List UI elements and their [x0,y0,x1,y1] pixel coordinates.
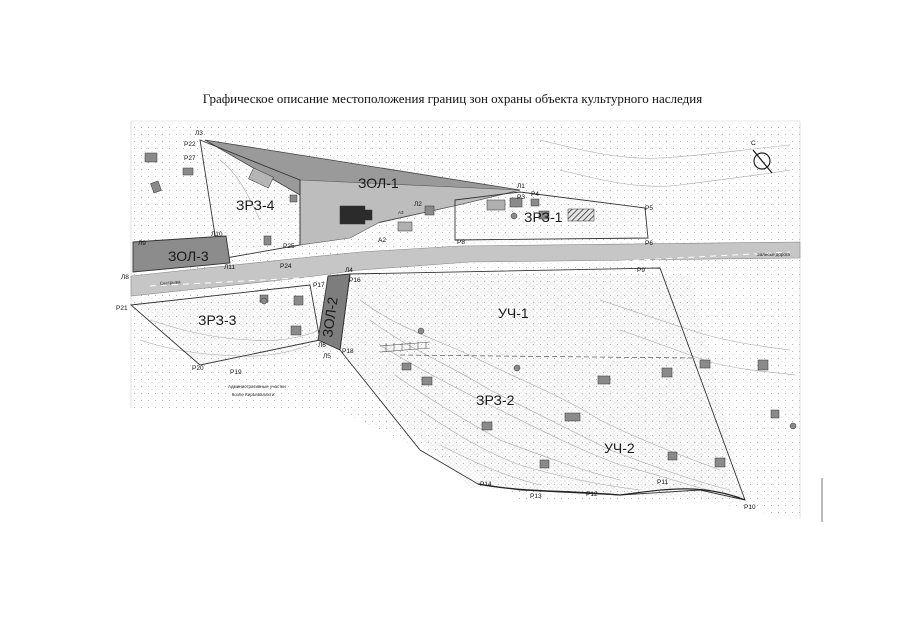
point-l5: Л5 [323,353,331,360]
caption-line-1: Административные участки [228,384,286,389]
buildings [144,152,797,469]
point-p18: Р18 [342,348,354,355]
point-p13: Р13 [530,493,542,500]
point-l4: Л4 [345,267,353,274]
road-name-right: Залесье дорога [757,252,790,257]
point-p4: Р4 [531,191,539,198]
zone-label-uch1: УЧ-1 [498,305,529,321]
map-title: Графическое описание местоположения гран… [202,91,703,106]
point-p24: Р24 [280,263,292,270]
compass-icon: С [751,140,773,174]
zone-label-zol3: ЗОЛ-3 [168,248,209,264]
point-p12: Р12 [586,491,598,498]
point-p21: Р21 [116,305,128,312]
zone-label-zrz1: ЗРЗ-1 [524,209,563,225]
point-l10: Л10 [211,231,223,238]
point-p17: Р17 [313,282,325,289]
point-p19: Р19 [230,369,242,376]
point-l2: Л2 [414,201,422,208]
point-p9: Р9 [637,267,645,274]
stair-feature [379,341,431,353]
point-a2: А2 [378,237,386,244]
zone-label-zrz4: ЗРЗ-4 [236,197,275,213]
zone-label-zrz2: ЗРЗ-2 [476,392,515,408]
point-p5: Р5 [645,205,653,212]
zone-label-zrz3: ЗРЗ-3 [198,312,237,328]
zone-label-uch2: УЧ-2 [604,440,635,456]
point-l11: Л11 [224,264,235,271]
point-p14: Р14 [480,481,492,488]
point-p16: Р16 [349,277,361,284]
zone-zol3 [132,235,231,273]
point-p6: Р6 [645,240,653,247]
point-p11: Р11 [657,479,668,486]
zone-zrz1 [454,191,649,241]
point-p3: Р3 [517,194,525,201]
zone-label-zol1: ЗОЛ-1 [358,175,399,191]
point-p8: Р8 [457,239,465,246]
point-l9: Л9 [138,240,146,247]
point-p25: Р25 [283,243,295,250]
point-p27: Р27 [184,155,196,162]
road-name-left: Сестрыва [160,279,181,286]
point-p10: Р10 [744,504,756,511]
compass-letter: С [751,140,756,147]
point-l3: Л3 [195,130,203,137]
point-p22: Р22 [184,141,196,148]
point-a3: А3 [398,210,404,215]
main-road [130,241,801,297]
point-labels: Л3 Р22 Р27 Л1 Р3 Р4 Р5 Р6 Л2 А3 А2 Р8 Л9… [116,130,756,511]
zone-zrz4 [199,139,301,259]
point-p20: Р20 [192,365,204,372]
point-l1: Л1 [517,183,525,190]
point-l6: Л6 [318,342,326,349]
zone-label-zol2: ЗОЛ-2 [319,296,341,339]
caption-line-2: возле Кирьявалахти [232,392,275,397]
point-l8: Л8 [121,274,129,281]
